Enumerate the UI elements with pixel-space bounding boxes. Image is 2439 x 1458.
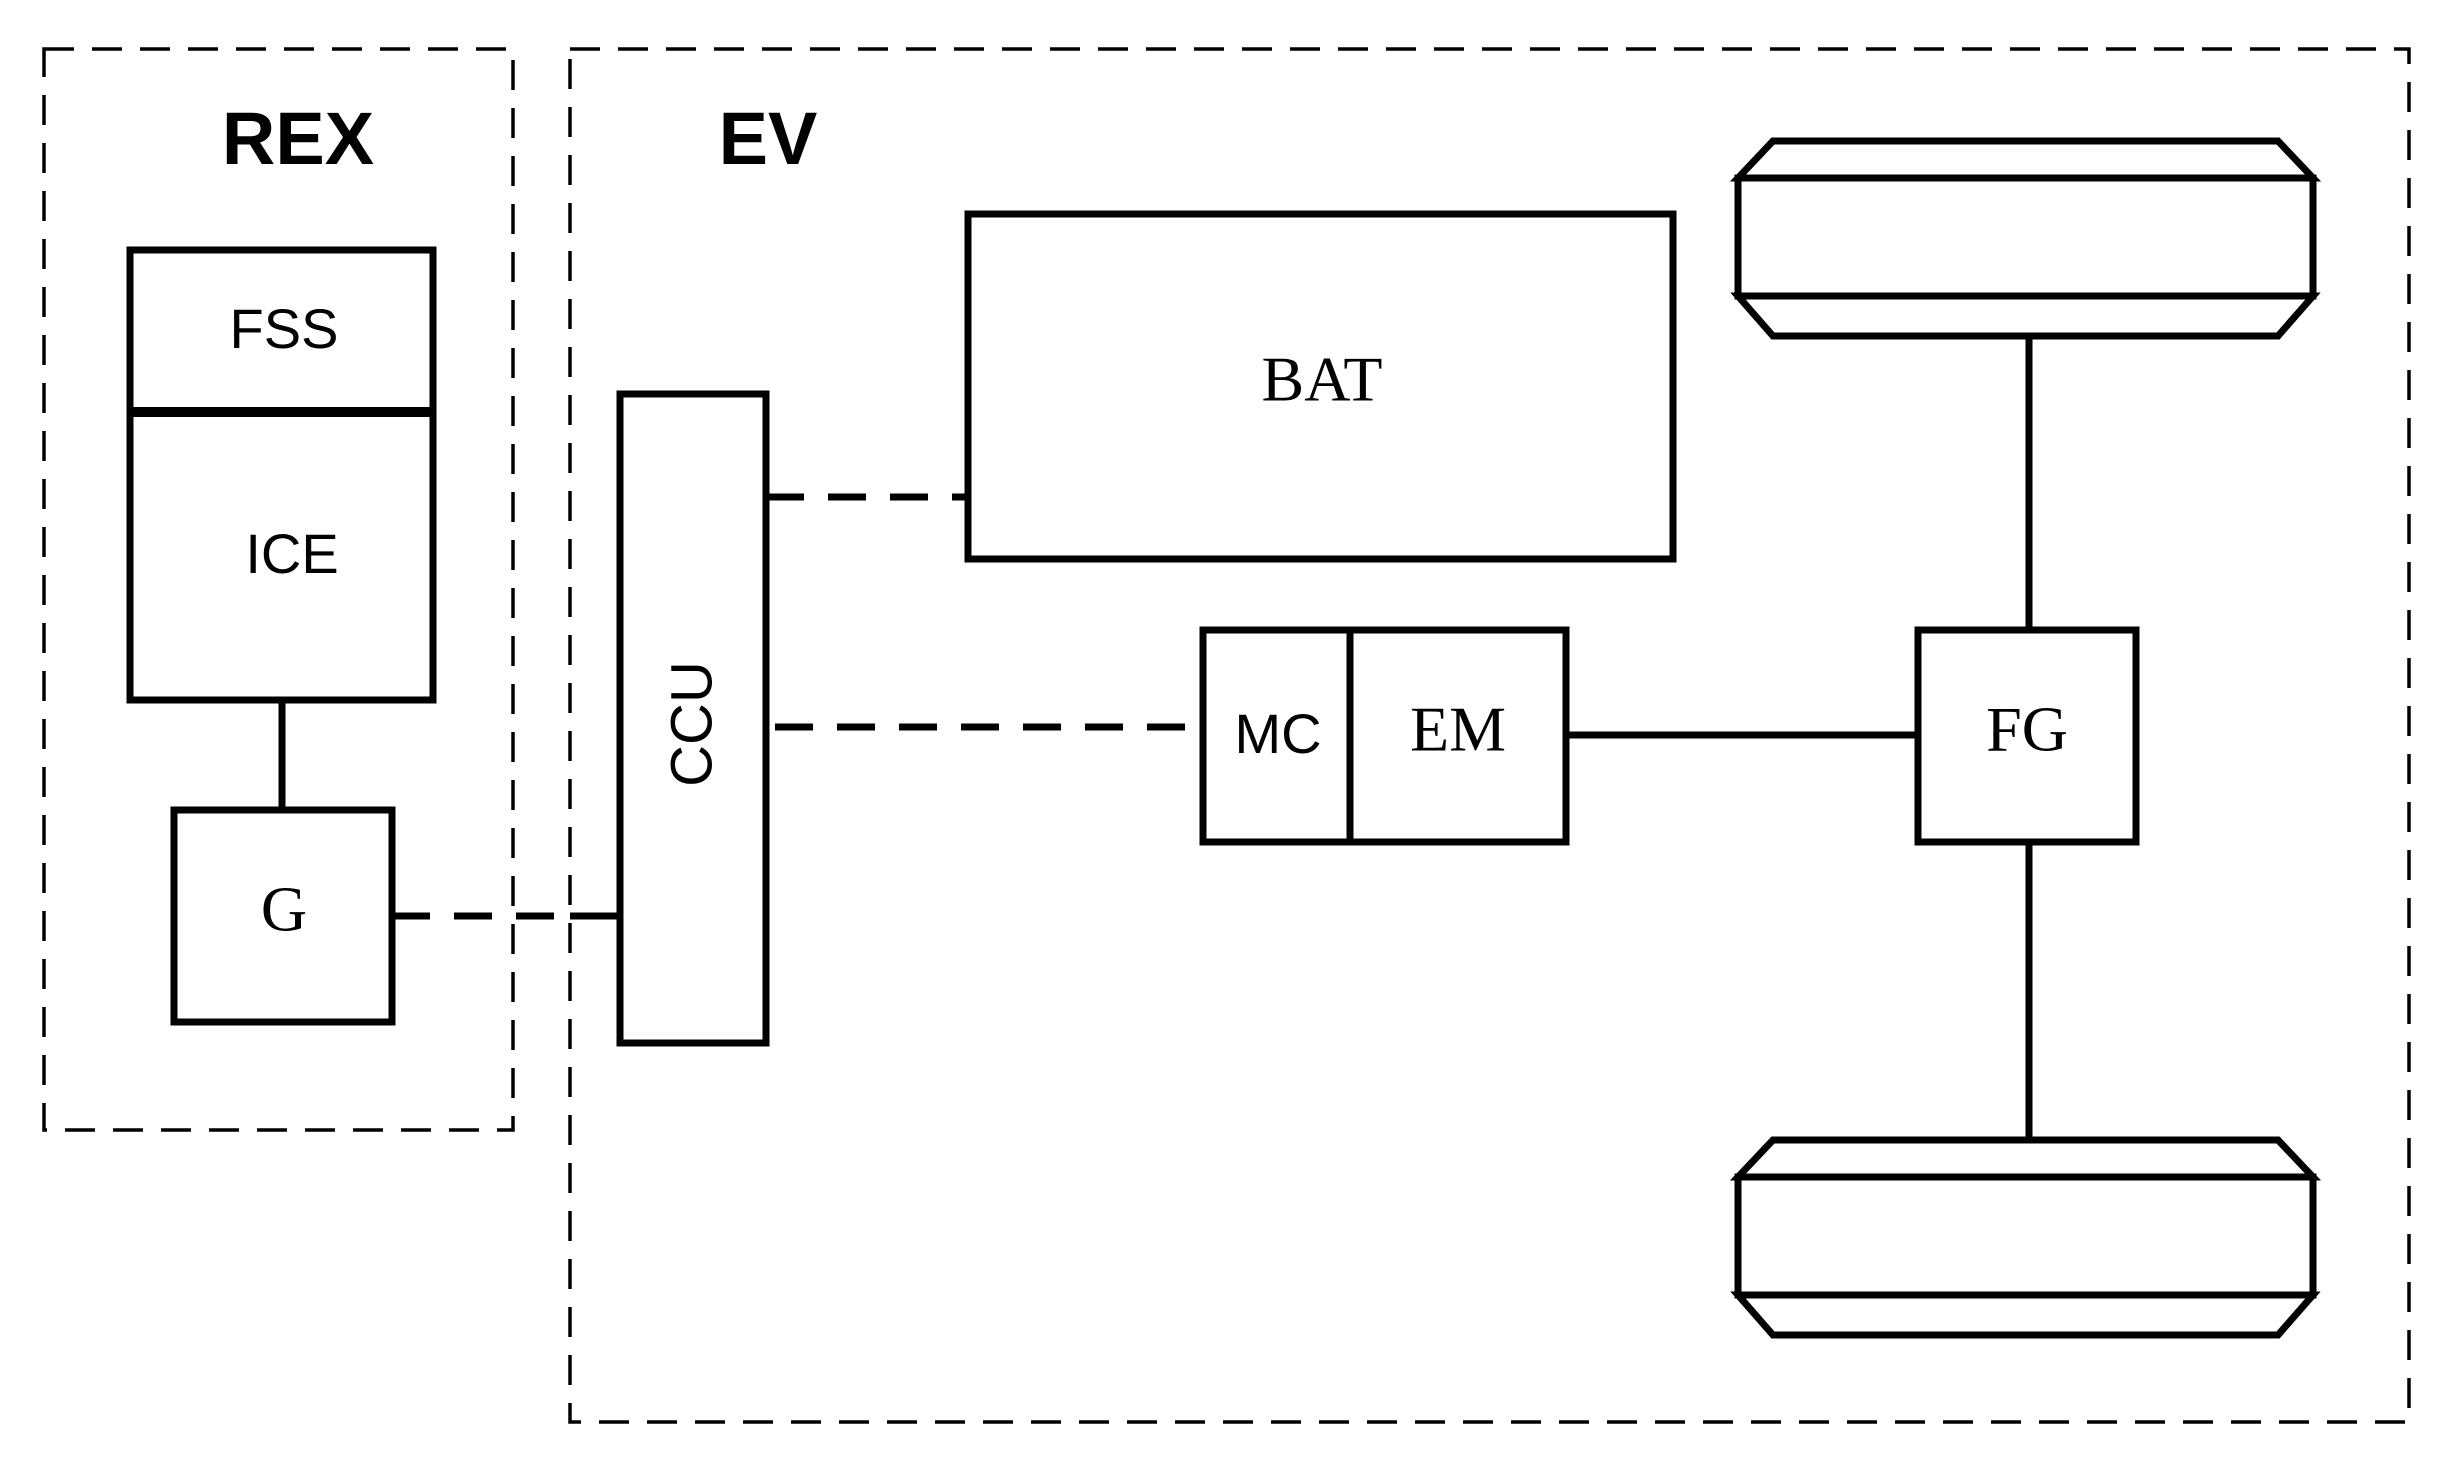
ev-group-border bbox=[568, 47, 2411, 1424]
rear-wheel-body bbox=[1734, 1173, 2317, 1299]
ccu-block bbox=[616, 390, 770, 1047]
ev-group-title: EV bbox=[719, 97, 818, 180]
g-label: G bbox=[261, 874, 307, 945]
g-block bbox=[170, 806, 396, 1026]
front-wheel-tread-bottom bbox=[1730, 292, 2321, 340]
mc-block bbox=[1199, 626, 1354, 846]
em-block bbox=[1346, 626, 1570, 846]
em-label: EM bbox=[1410, 694, 1506, 765]
ice-label: ICE bbox=[245, 522, 338, 585]
bat-label: BAT bbox=[1262, 344, 1383, 415]
rear-wheel-tread-top bbox=[1729, 1136, 2322, 1181]
fss-label: FSS bbox=[230, 297, 339, 360]
front-wheel-icon bbox=[1729, 137, 2322, 340]
front-wheel-body bbox=[1734, 174, 2317, 300]
rear-wheel-tread-bottom bbox=[1730, 1291, 2321, 1339]
fg-label: FG bbox=[1986, 694, 2068, 765]
rear-wheel-icon bbox=[1729, 1136, 2322, 1339]
rex-group-border bbox=[42, 47, 515, 1132]
mc-label: MC bbox=[1234, 702, 1321, 765]
bat-block bbox=[964, 210, 1677, 563]
rex-group-title: REX bbox=[222, 97, 374, 180]
front-wheel-tread-top bbox=[1729, 137, 2322, 182]
fg-block bbox=[1914, 626, 2140, 846]
ccu-label: CCU bbox=[659, 661, 724, 787]
